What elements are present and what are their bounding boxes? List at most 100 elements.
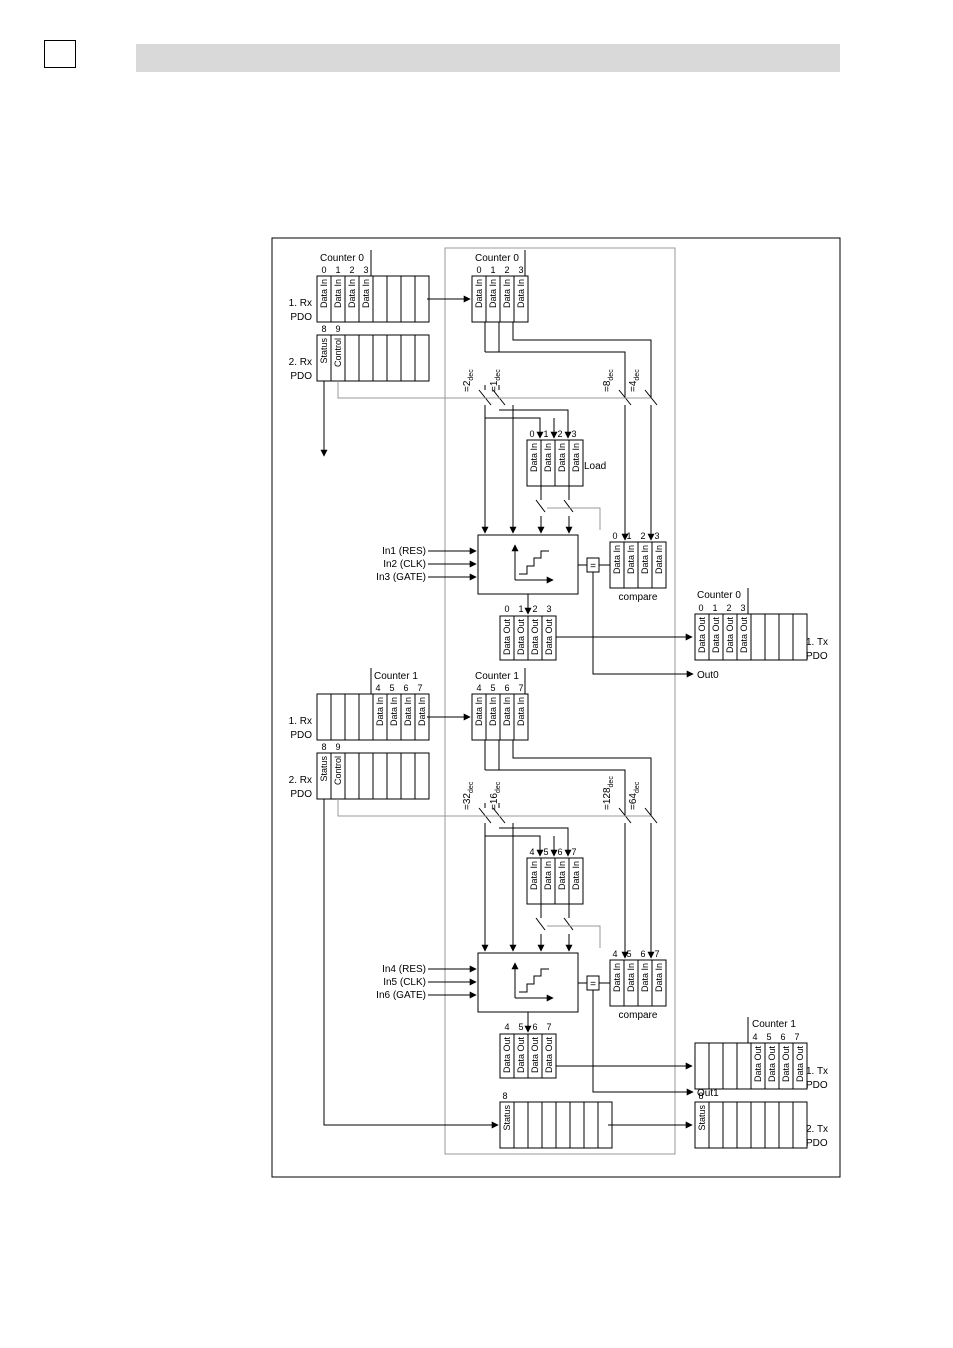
data-out-index: 1	[518, 604, 523, 614]
data-out-register-cell-label: Data Out	[502, 619, 512, 656]
tx1b-label: 1. Tx	[806, 1066, 828, 1077]
load-register-cell-label: Data In	[543, 443, 553, 472]
switch-blade	[563, 499, 574, 513]
switch-label: =2dec	[462, 369, 475, 392]
compare-label: compare	[619, 592, 658, 603]
module-status-register-cell-label: Status	[502, 1105, 512, 1131]
out-line	[592, 990, 694, 1096]
tx-index: 1	[712, 603, 717, 613]
rx2-label: 2. Rx	[289, 775, 312, 786]
rx-index: 7	[417, 683, 422, 693]
tx-pdo1-c1-register-cell-label: Data Out	[795, 1046, 805, 1083]
load-index: 3	[571, 429, 576, 439]
w-to-compare2	[512, 322, 652, 398]
data-out-register-cell-label: Data Out	[530, 1037, 540, 1074]
tx-pdo1-register-cell-label: Data Out	[711, 617, 721, 654]
compare-register-cell-label: Data In	[612, 545, 622, 574]
load-register-cell-label: Data In	[543, 861, 553, 890]
equality-symbol: =	[590, 979, 596, 990]
switch-blade	[535, 499, 546, 513]
tx-pdo1-c1-register-cell-label: Data Out	[753, 1046, 763, 1083]
w-load2	[499, 409, 572, 439]
data-out-index: 5	[518, 1022, 523, 1032]
w-to-compare	[485, 351, 626, 398]
compare-register-cell-label: Data In	[626, 963, 636, 992]
compare-index: 2	[640, 531, 645, 541]
tx1b-pdo-label: PDO	[806, 1080, 828, 1091]
data-out-index: 6	[532, 1022, 537, 1032]
rx-counter-label: Counter 1	[374, 671, 418, 682]
load-register-cell-label: Data In	[571, 861, 581, 890]
data-out-register-cell-label: Data Out	[544, 619, 554, 656]
rx-pdo1-register-cell-label: Data In	[389, 697, 399, 726]
tx-pdo2-register-cell-label: Status	[697, 1105, 707, 1131]
module-data-in-register-cell-label: Data In	[502, 697, 512, 726]
rx-pdo1-register-cell-label: Data In	[347, 279, 357, 308]
module-data-in-register-cell-label: Data In	[516, 697, 526, 726]
rx2-pdo-label: PDO	[290, 789, 312, 800]
switch-label: =16dec	[489, 781, 502, 810]
switch-sub: dec	[495, 781, 502, 793]
tx-pdo1-register-cell-label: Data Out	[739, 617, 749, 654]
module-data-in-register-cell-label: Data In	[502, 279, 512, 308]
page-number-box	[44, 40, 76, 68]
rx-index: 0	[321, 265, 326, 275]
w-load	[485, 417, 544, 439]
switch-sub: dec	[608, 776, 615, 788]
rx2-index: 9	[335, 324, 340, 334]
load-index: 1	[543, 429, 548, 439]
switch-sub: dec	[468, 369, 475, 381]
compare-register-cell-label: Data In	[640, 963, 650, 992]
rx1-pdo-label: PDO	[290, 312, 312, 323]
rx2-index: 8	[321, 324, 326, 334]
rx-pdo1-register-cell-label: Data In	[417, 697, 427, 726]
input-label: In2 (CLK)	[383, 559, 426, 570]
module-index: 3	[518, 265, 523, 275]
data-out-register-cell-label: Data Out	[530, 619, 540, 656]
switch-label: =4dec	[628, 369, 641, 392]
data-out-index: 4	[504, 1022, 509, 1032]
load-index: 2	[557, 429, 562, 439]
module-index: 1	[490, 265, 495, 275]
tx2-index: 8	[698, 1091, 703, 1101]
switch-sub: dec	[495, 369, 502, 381]
counter-function-block	[477, 534, 579, 595]
rx-pdo1-register-cell-label: Data In	[403, 697, 413, 726]
module-index: 6	[504, 683, 509, 693]
w-load	[485, 835, 544, 857]
tx-pdo1-c1-register-cell-label: Data Out	[767, 1046, 777, 1083]
tx1-index: 5	[766, 1032, 771, 1042]
data-out-register-cell-label: Data Out	[544, 1037, 554, 1074]
rx-pdo1-register-cell-label: Data In	[375, 697, 385, 726]
compare-index: 1	[626, 531, 631, 541]
rx2-index: 8	[321, 742, 326, 752]
compare-index: 0	[612, 531, 617, 541]
rx1-label: 1. Rx	[289, 716, 312, 727]
data-out-register-cell-label: Data Out	[516, 1037, 526, 1074]
tx-index: 2	[726, 603, 731, 613]
input-label: In3 (GATE)	[376, 572, 426, 583]
module-index: 4	[476, 683, 481, 693]
rx1-pdo-label: PDO	[290, 730, 312, 741]
compare-register-cell-label: Data In	[640, 545, 650, 574]
rx-index: 1	[335, 265, 340, 275]
rx-counter-label: Counter 0	[320, 253, 364, 264]
compare-register-cell-label: Data In	[654, 545, 664, 574]
load-register-cell-label: Data In	[557, 443, 567, 472]
load-ctrl	[547, 925, 601, 948]
switch-blade	[563, 917, 574, 931]
load-index: 0	[529, 429, 534, 439]
compare-index: 3	[654, 531, 659, 541]
data-out-index: 2	[532, 604, 537, 614]
w-to-compare2	[512, 740, 652, 816]
rx-index: 2	[349, 265, 354, 275]
rx2-label: 2. Rx	[289, 357, 312, 368]
load-index: 7	[571, 847, 576, 857]
module-index: 7	[518, 683, 523, 693]
out-label: Out1	[697, 1088, 719, 1099]
tx-index: 3	[740, 603, 745, 613]
compare-label: compare	[619, 1010, 658, 1021]
switch-label: =8dec	[602, 369, 615, 392]
rx-index: 4	[375, 683, 380, 693]
